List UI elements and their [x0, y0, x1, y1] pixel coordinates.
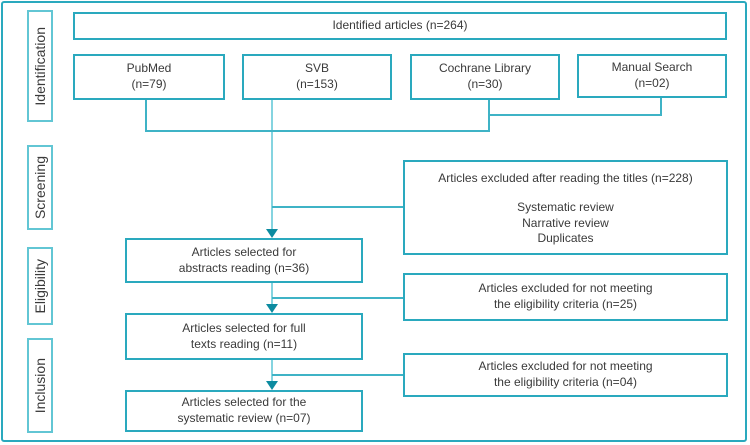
stage-inclusion: Inclusion: [27, 338, 53, 433]
box-count: (n=153): [296, 77, 338, 91]
box-text: texts reading (n=11): [190, 336, 298, 351]
connector-line: [488, 114, 490, 132]
box-selected-fulltexts: Articles selected for full texts reading…: [125, 313, 363, 360]
box-excluded-eligibility-25: Articles excluded for not meeting the el…: [403, 273, 728, 321]
box-text: Manual Search: [611, 60, 693, 75]
arrow-down-icon: [266, 381, 278, 390]
stage-label: Screening: [32, 155, 48, 220]
reason-item: Duplicates: [537, 231, 594, 246]
reason-item: Narrative review: [522, 215, 609, 230]
box-text: Identified articles (n=264): [332, 18, 468, 33]
connector-line: [145, 130, 490, 132]
box-identified-articles: Identified articles (n=264): [73, 12, 727, 40]
connector-line: [272, 374, 403, 376]
stage-label: Inclusion: [32, 357, 48, 414]
box-text: abstracts reading (n=36): [178, 260, 310, 275]
box-text: Articles selected for full: [182, 320, 306, 335]
box-text: systematic review (n=07): [177, 411, 311, 425]
connector-line: [488, 100, 490, 116]
box-excluded-eligibility-04: Articles excluded for not meeting the el…: [403, 353, 728, 397]
box-text: the eligibility criteria (n=04): [493, 375, 638, 389]
stage-label: Eligibility: [32, 258, 48, 314]
stage-screening: Screening: [27, 145, 53, 230]
arrow-down-icon: [266, 304, 278, 313]
box-text: Articles excluded for not meeting: [478, 281, 653, 296]
connector-line: [272, 206, 403, 208]
box-selected-abstracts: Articles selected for abstracts reading …: [125, 238, 363, 283]
box-count: (n=30): [467, 77, 503, 91]
connector-line: [271, 283, 273, 306]
box-text: Articles excluded for not meeting: [478, 359, 653, 374]
exclusion-reasons: Systematic review Narrative review Dupli…: [517, 200, 614, 247]
reason-item: Systematic review: [517, 199, 614, 214]
box-excluded-after-titles: Articles excluded after reading the titl…: [403, 160, 728, 255]
box-manual-search: Manual Search (n=02): [577, 54, 727, 98]
box-text: Cochrane Library: [438, 61, 532, 76]
connector-line: [660, 98, 662, 116]
box-text: Articles excluded after reading the titl…: [438, 171, 693, 185]
box-cochrane-library: Cochrane Library (n=30): [410, 54, 560, 100]
stage-identification: Identification: [27, 10, 53, 122]
box-text: PubMed: [126, 61, 172, 76]
box-text: Articles selected for: [191, 244, 297, 259]
box-count: (n=02): [634, 76, 670, 90]
stage-eligibility: Eligibility: [27, 247, 53, 325]
box-text: Articles selected for the: [181, 395, 307, 410]
box-text: SVB: [304, 61, 329, 76]
connector-line: [488, 114, 662, 116]
connector-line: [272, 297, 403, 299]
box-count: (n=79): [131, 77, 167, 91]
box-text: the eligibility criteria (n=25): [493, 297, 638, 311]
box-svb: SVB (n=153): [242, 54, 392, 100]
stage-label: Identification: [32, 26, 48, 106]
connector-line: [271, 100, 273, 230]
connector-line: [145, 100, 147, 132]
box-selected-systematic-review: Articles selected for the systematic rev…: [125, 390, 363, 432]
arrow-down-icon: [266, 229, 278, 238]
connector-line: [271, 360, 273, 382]
box-pubmed: PubMed (n=79): [73, 54, 225, 100]
